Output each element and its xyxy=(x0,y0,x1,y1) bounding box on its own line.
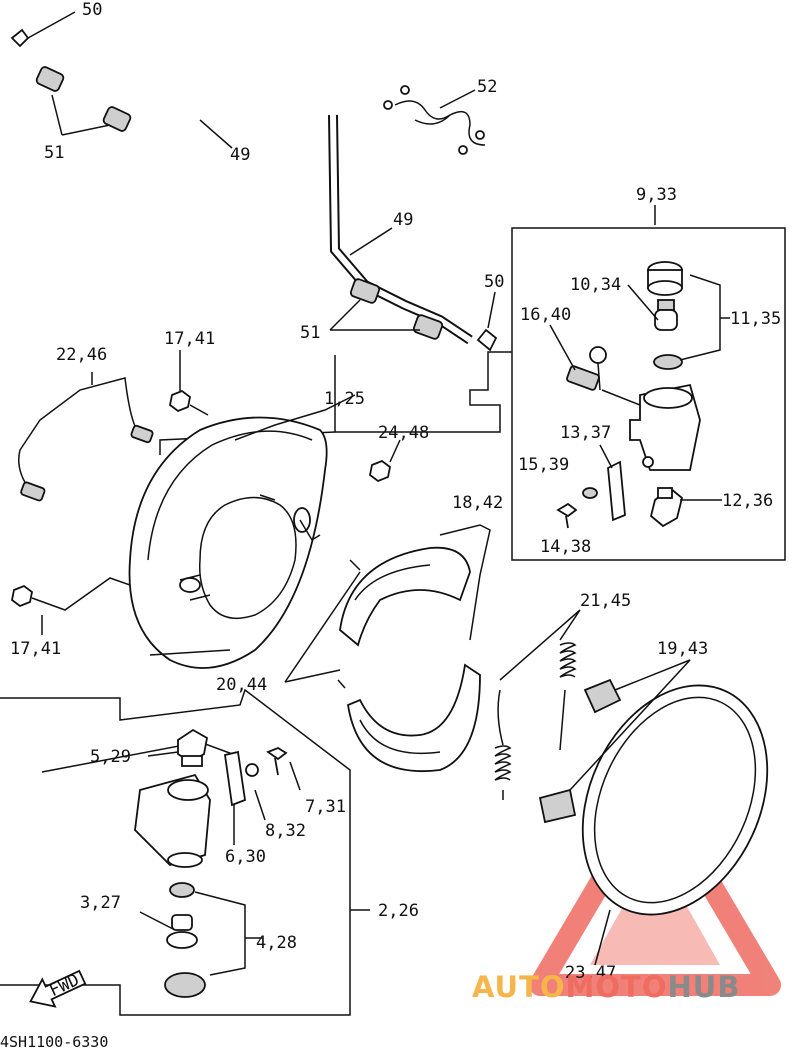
callout-3-27: 3,27 xyxy=(80,893,121,913)
brake-hose-lower xyxy=(328,114,498,352)
brake-hose-upper xyxy=(10,28,203,132)
brake-switch xyxy=(566,346,607,391)
callout-12-36: 12,36 xyxy=(722,491,773,511)
brake-shoes xyxy=(339,546,481,772)
callout-13-37: 13,37 xyxy=(560,423,611,443)
wheel-cylinder xyxy=(134,728,288,998)
callout-5-29: 5,29 xyxy=(90,747,131,767)
callout-7-31: 7,31 xyxy=(305,797,346,817)
drum-seal xyxy=(581,684,769,916)
callout-49-top: 49 xyxy=(230,145,250,165)
callout-20-44: 20,44 xyxy=(216,675,267,695)
callout-2-26: 2,26 xyxy=(378,901,419,921)
callout-6-30: 6,30 xyxy=(225,847,266,867)
watermark-text: AUTOMOTOHUB xyxy=(472,970,740,1004)
callout-19-43: 19,43 xyxy=(657,639,708,659)
callout-4-28: 4,28 xyxy=(256,933,297,953)
forward-arrow: FWD xyxy=(29,969,87,1008)
callout-16-40: 16,40 xyxy=(520,305,571,325)
callout-1-25: 1,25 xyxy=(324,389,365,409)
callout-17-41-bot: 17,41 xyxy=(10,639,61,659)
callout-49-mid: 49 xyxy=(393,210,413,230)
callout-50-top: 50 xyxy=(82,0,102,20)
watermark-hub: HUB xyxy=(668,970,741,1004)
watermark-auto: AUTO xyxy=(472,970,566,1004)
callout-24-48: 24,48 xyxy=(378,423,429,443)
callout-15-39: 15,39 xyxy=(518,455,569,475)
diagram-code: 4SH1100-6330 xyxy=(0,1033,108,1051)
callout-11-35: 11,35 xyxy=(730,309,781,329)
backing-plate xyxy=(128,416,328,669)
callout-22-46: 22,46 xyxy=(56,345,107,365)
callout-50-mid: 50 xyxy=(484,272,504,292)
bolt-17-top xyxy=(169,389,209,416)
callout-51-mid: 51 xyxy=(300,323,320,343)
brake-pipe xyxy=(18,377,154,502)
callout-51-top: 51 xyxy=(44,143,64,163)
callout-9-33: 9,33 xyxy=(636,185,677,205)
callout-52: 52 xyxy=(477,77,497,97)
hose-clip xyxy=(383,85,486,155)
master-cylinder xyxy=(629,261,701,528)
callout-14-38: 14,38 xyxy=(540,537,591,557)
callout-23-47: 23,47 xyxy=(565,963,616,983)
callout-21-45: 21,45 xyxy=(580,591,631,611)
callout-10-34: 10,34 xyxy=(570,275,621,295)
callout-8-32: 8,32 xyxy=(265,821,306,841)
callout-17-41-top: 17,41 xyxy=(164,329,215,349)
return-springs xyxy=(494,642,577,800)
callout-18-42: 18,42 xyxy=(452,493,503,513)
watermark-moto: MOTO xyxy=(566,970,668,1004)
